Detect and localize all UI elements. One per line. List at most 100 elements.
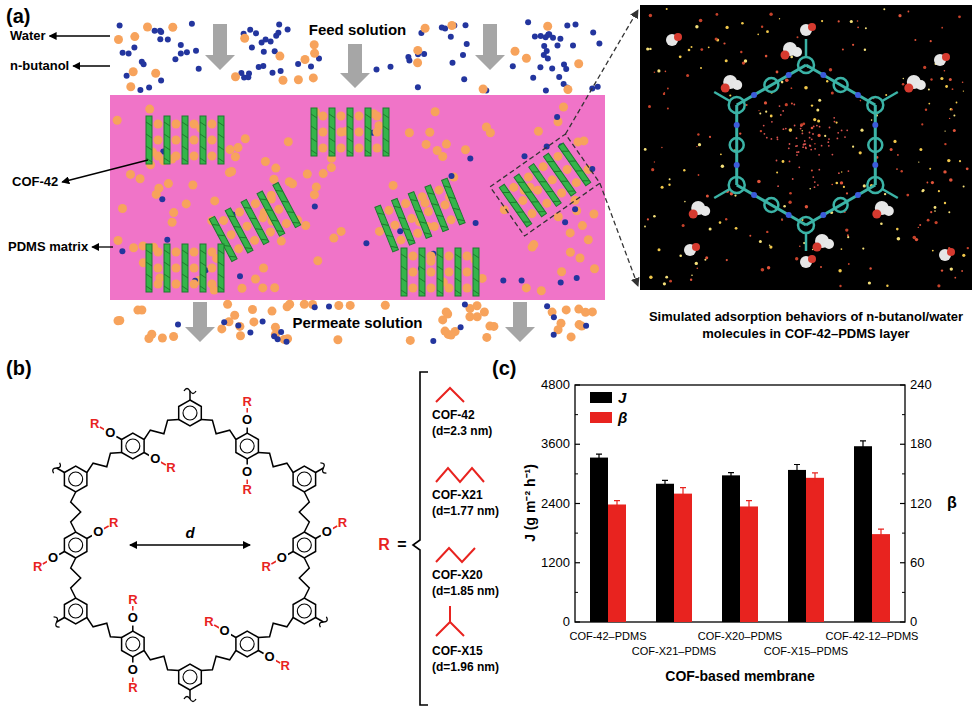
butanol-molecule (154, 184, 163, 193)
substituent-label: R (204, 615, 213, 630)
butanol-molecule (445, 252, 454, 261)
pore-speck (814, 186, 816, 188)
butanol-molecule (554, 212, 563, 221)
atom-speck (821, 20, 823, 22)
butanol-molecule (433, 146, 442, 155)
wavy-bond (54, 617, 60, 627)
panel-letter: (c) (492, 357, 516, 380)
cof-pattern (383, 114, 389, 118)
atom-label: O (127, 663, 139, 678)
atom-speck (944, 130, 945, 131)
butanol-molecule (557, 267, 566, 276)
pore-speck (804, 143, 806, 145)
aromatic-circle (297, 538, 311, 552)
atom-speck (721, 165, 724, 168)
oxygen-model (692, 243, 700, 251)
isopropyl-group (436, 622, 464, 636)
pore-speck (810, 145, 812, 147)
cof-pattern (394, 204, 401, 210)
butanol-molecule (319, 169, 328, 178)
atom-speck (665, 71, 667, 73)
pore-speck (837, 138, 839, 140)
butanol-molecule (489, 322, 498, 331)
atom-speck (760, 130, 762, 132)
butanol-molecule (217, 324, 226, 333)
butanol-molecule (409, 252, 418, 261)
axis-tick: 2400 (541, 496, 570, 511)
error-bar (662, 480, 668, 487)
pore-speck (800, 128, 802, 130)
atom-speck (927, 219, 930, 222)
framework-bond (714, 92, 730, 101)
cof-pattern (569, 158, 576, 165)
wavy-bond (320, 463, 326, 473)
framework-bond (882, 92, 898, 101)
atom-speck (925, 109, 927, 111)
category-label: COF-42-12–PDMS (826, 630, 919, 643)
substituent-label: R (242, 483, 251, 498)
cof-sheet (200, 244, 206, 292)
substituent-label: R (166, 461, 175, 476)
cof-pattern (398, 215, 405, 221)
butanol-molecule (301, 221, 310, 230)
pore-speck (848, 170, 850, 172)
hydrazone-chain (87, 453, 122, 473)
pore-speck (764, 133, 766, 135)
atom-speck (967, 247, 969, 249)
pore-speck (809, 137, 811, 139)
atom-speck (654, 161, 655, 162)
butanol-molecule (422, 140, 431, 149)
butanol-molecule (406, 336, 415, 345)
cof-pattern (200, 286, 206, 290)
butanol-molecule (182, 199, 191, 208)
atom-speck (908, 11, 910, 13)
butanol-molecule (294, 75, 303, 84)
framework-ring (867, 97, 883, 113)
cof-pattern (146, 122, 152, 126)
atom-speck (690, 279, 692, 281)
atom-speck (700, 67, 702, 69)
tick (575, 562, 580, 563)
pore-speck (833, 117, 835, 119)
water-molecule (430, 338, 436, 344)
pore-speck (802, 133, 804, 135)
atom-speck (761, 268, 765, 272)
water-molecule (551, 332, 557, 338)
framework-bond (806, 185, 875, 225)
water-molecule (570, 43, 576, 49)
bar-j (656, 484, 674, 622)
atom-label: O (219, 624, 231, 639)
pore-speck (837, 132, 839, 134)
atom-label: O (104, 426, 116, 441)
butanol-molecule (389, 181, 398, 190)
atom-speck (818, 99, 821, 102)
bar-j (722, 475, 740, 622)
cof-pattern (401, 266, 407, 270)
cof-pattern (164, 262, 170, 266)
cof-pattern (347, 126, 353, 130)
category-label: COF-X20–PDMS (698, 630, 782, 643)
benzene-ring (64, 532, 87, 558)
error-bar (728, 473, 734, 478)
cof-pattern (562, 148, 569, 155)
cof-pattern (261, 236, 268, 242)
atom-speck (857, 20, 859, 22)
butanol-molecule (172, 248, 181, 257)
atom-label: O (149, 452, 161, 467)
pore-speck (795, 145, 797, 147)
hydrazone-chain (258, 618, 293, 638)
legend-swatch (590, 412, 612, 423)
substituent-label: R (262, 560, 271, 575)
atom-speck (949, 178, 953, 182)
butanol-molecule (190, 152, 199, 161)
water-molecule (541, 43, 547, 49)
water-molecule (463, 22, 469, 28)
minor-tick (575, 592, 578, 593)
atom-speck (761, 26, 763, 28)
atom-speck (696, 146, 697, 147)
cof-pattern (164, 274, 170, 278)
benzene-ring (179, 400, 202, 426)
atom-speck (930, 78, 932, 80)
cof-pattern (239, 234, 246, 240)
atom-speck (757, 34, 759, 36)
